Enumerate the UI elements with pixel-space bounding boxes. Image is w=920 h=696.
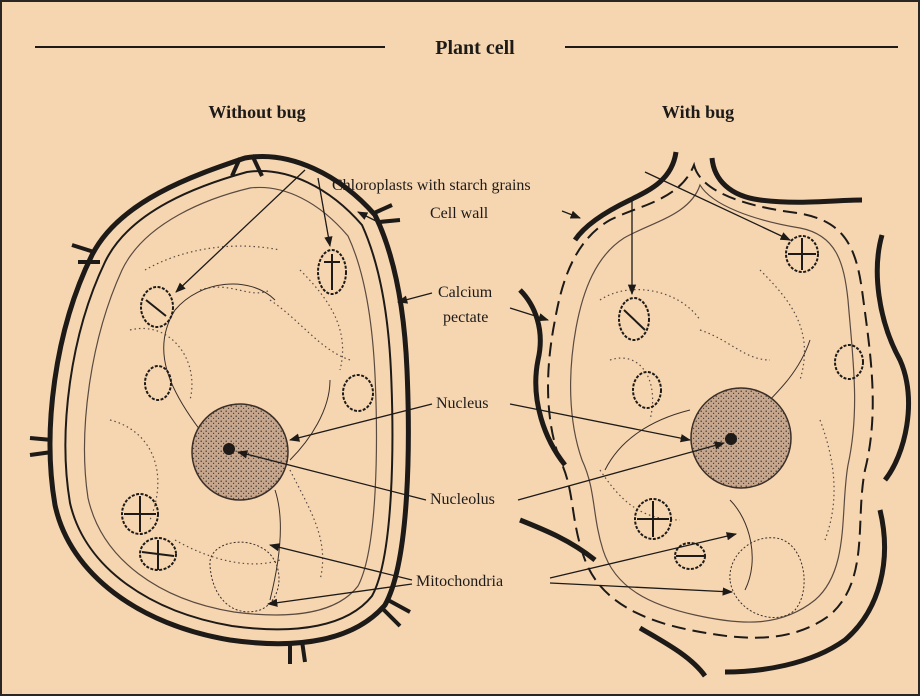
diagram-title: Plant cell xyxy=(435,37,515,59)
panel-heading-with-bug: With bug xyxy=(662,102,734,122)
left-cell-membrane xyxy=(85,187,377,614)
label-chloroplasts: Chloroplasts with starch grains xyxy=(332,177,531,194)
left-mitochondrion xyxy=(210,542,279,612)
left-cell-wall-outer xyxy=(50,157,408,644)
left-nucleolus xyxy=(223,443,235,455)
right-mitochondrion xyxy=(730,538,804,618)
label-pectate: pectate xyxy=(443,309,488,326)
left-cell-wall-inner xyxy=(65,171,392,629)
label-nucleolus: Nucleolus xyxy=(430,491,495,508)
label-mitochondria: Mitochondria xyxy=(416,573,503,590)
panel-heading-without-bug: Without bug xyxy=(208,102,305,122)
label-nucleus: Nucleus xyxy=(436,395,488,412)
label-calcium: Calcium xyxy=(438,284,493,301)
cell-with-bug xyxy=(520,152,909,676)
leader-lines xyxy=(176,170,790,604)
cell-without-bug xyxy=(30,155,410,664)
right-nucleolus xyxy=(725,433,737,445)
label-cell-wall: Cell wall xyxy=(430,205,489,222)
right-nucleus xyxy=(691,388,791,488)
